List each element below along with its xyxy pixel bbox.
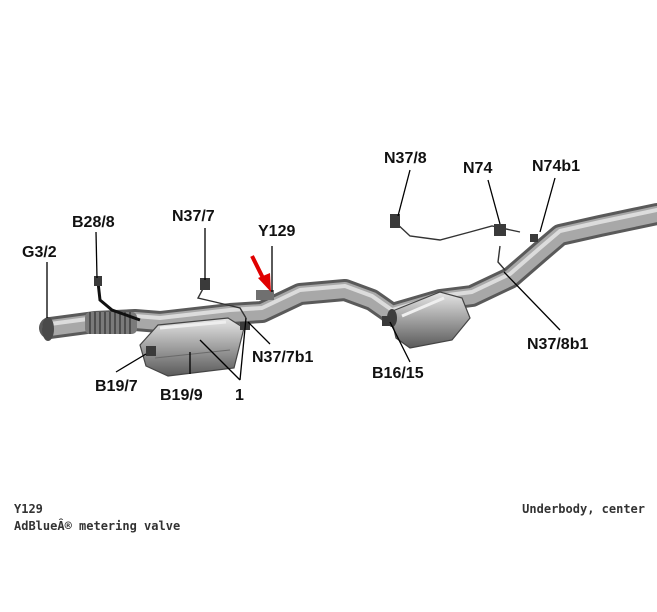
component-name: AdBlueÂ® metering valve [14, 519, 181, 533]
label-n37-7b1: N37/7b1 [252, 349, 313, 366]
label-n37-8b1: N37/8b1 [527, 336, 588, 353]
location-text: Underbody, center [522, 502, 645, 516]
label-b19-9: B19/9 [160, 387, 203, 404]
flex-pipe [42, 312, 137, 341]
label-b28-8: B28/8 [72, 214, 115, 231]
label-item-1: 1 [235, 387, 244, 404]
label-b16-15: B16/15 [372, 365, 424, 382]
exhaust-system-diagram: G3/2 B28/8 N37/7 Y129 N37/8 N74 N74b1 N3… [22, 150, 657, 404]
label-n37-8: N37/8 [384, 150, 427, 167]
label-n74b1: N74b1 [532, 158, 580, 175]
label-b19-7: B19/7 [95, 378, 138, 395]
label-n74: N74 [463, 160, 492, 177]
red-arrow-icon [250, 255, 271, 292]
label-g3-2: G3/2 [22, 244, 57, 261]
leader-lines [46, 169, 561, 381]
particulate-filter [139, 317, 245, 377]
label-n37-7: N37/7 [172, 208, 215, 225]
exhaust-pipe [39, 203, 657, 339]
label-y129: Y129 [258, 223, 295, 240]
component-code: Y129 [14, 502, 43, 516]
